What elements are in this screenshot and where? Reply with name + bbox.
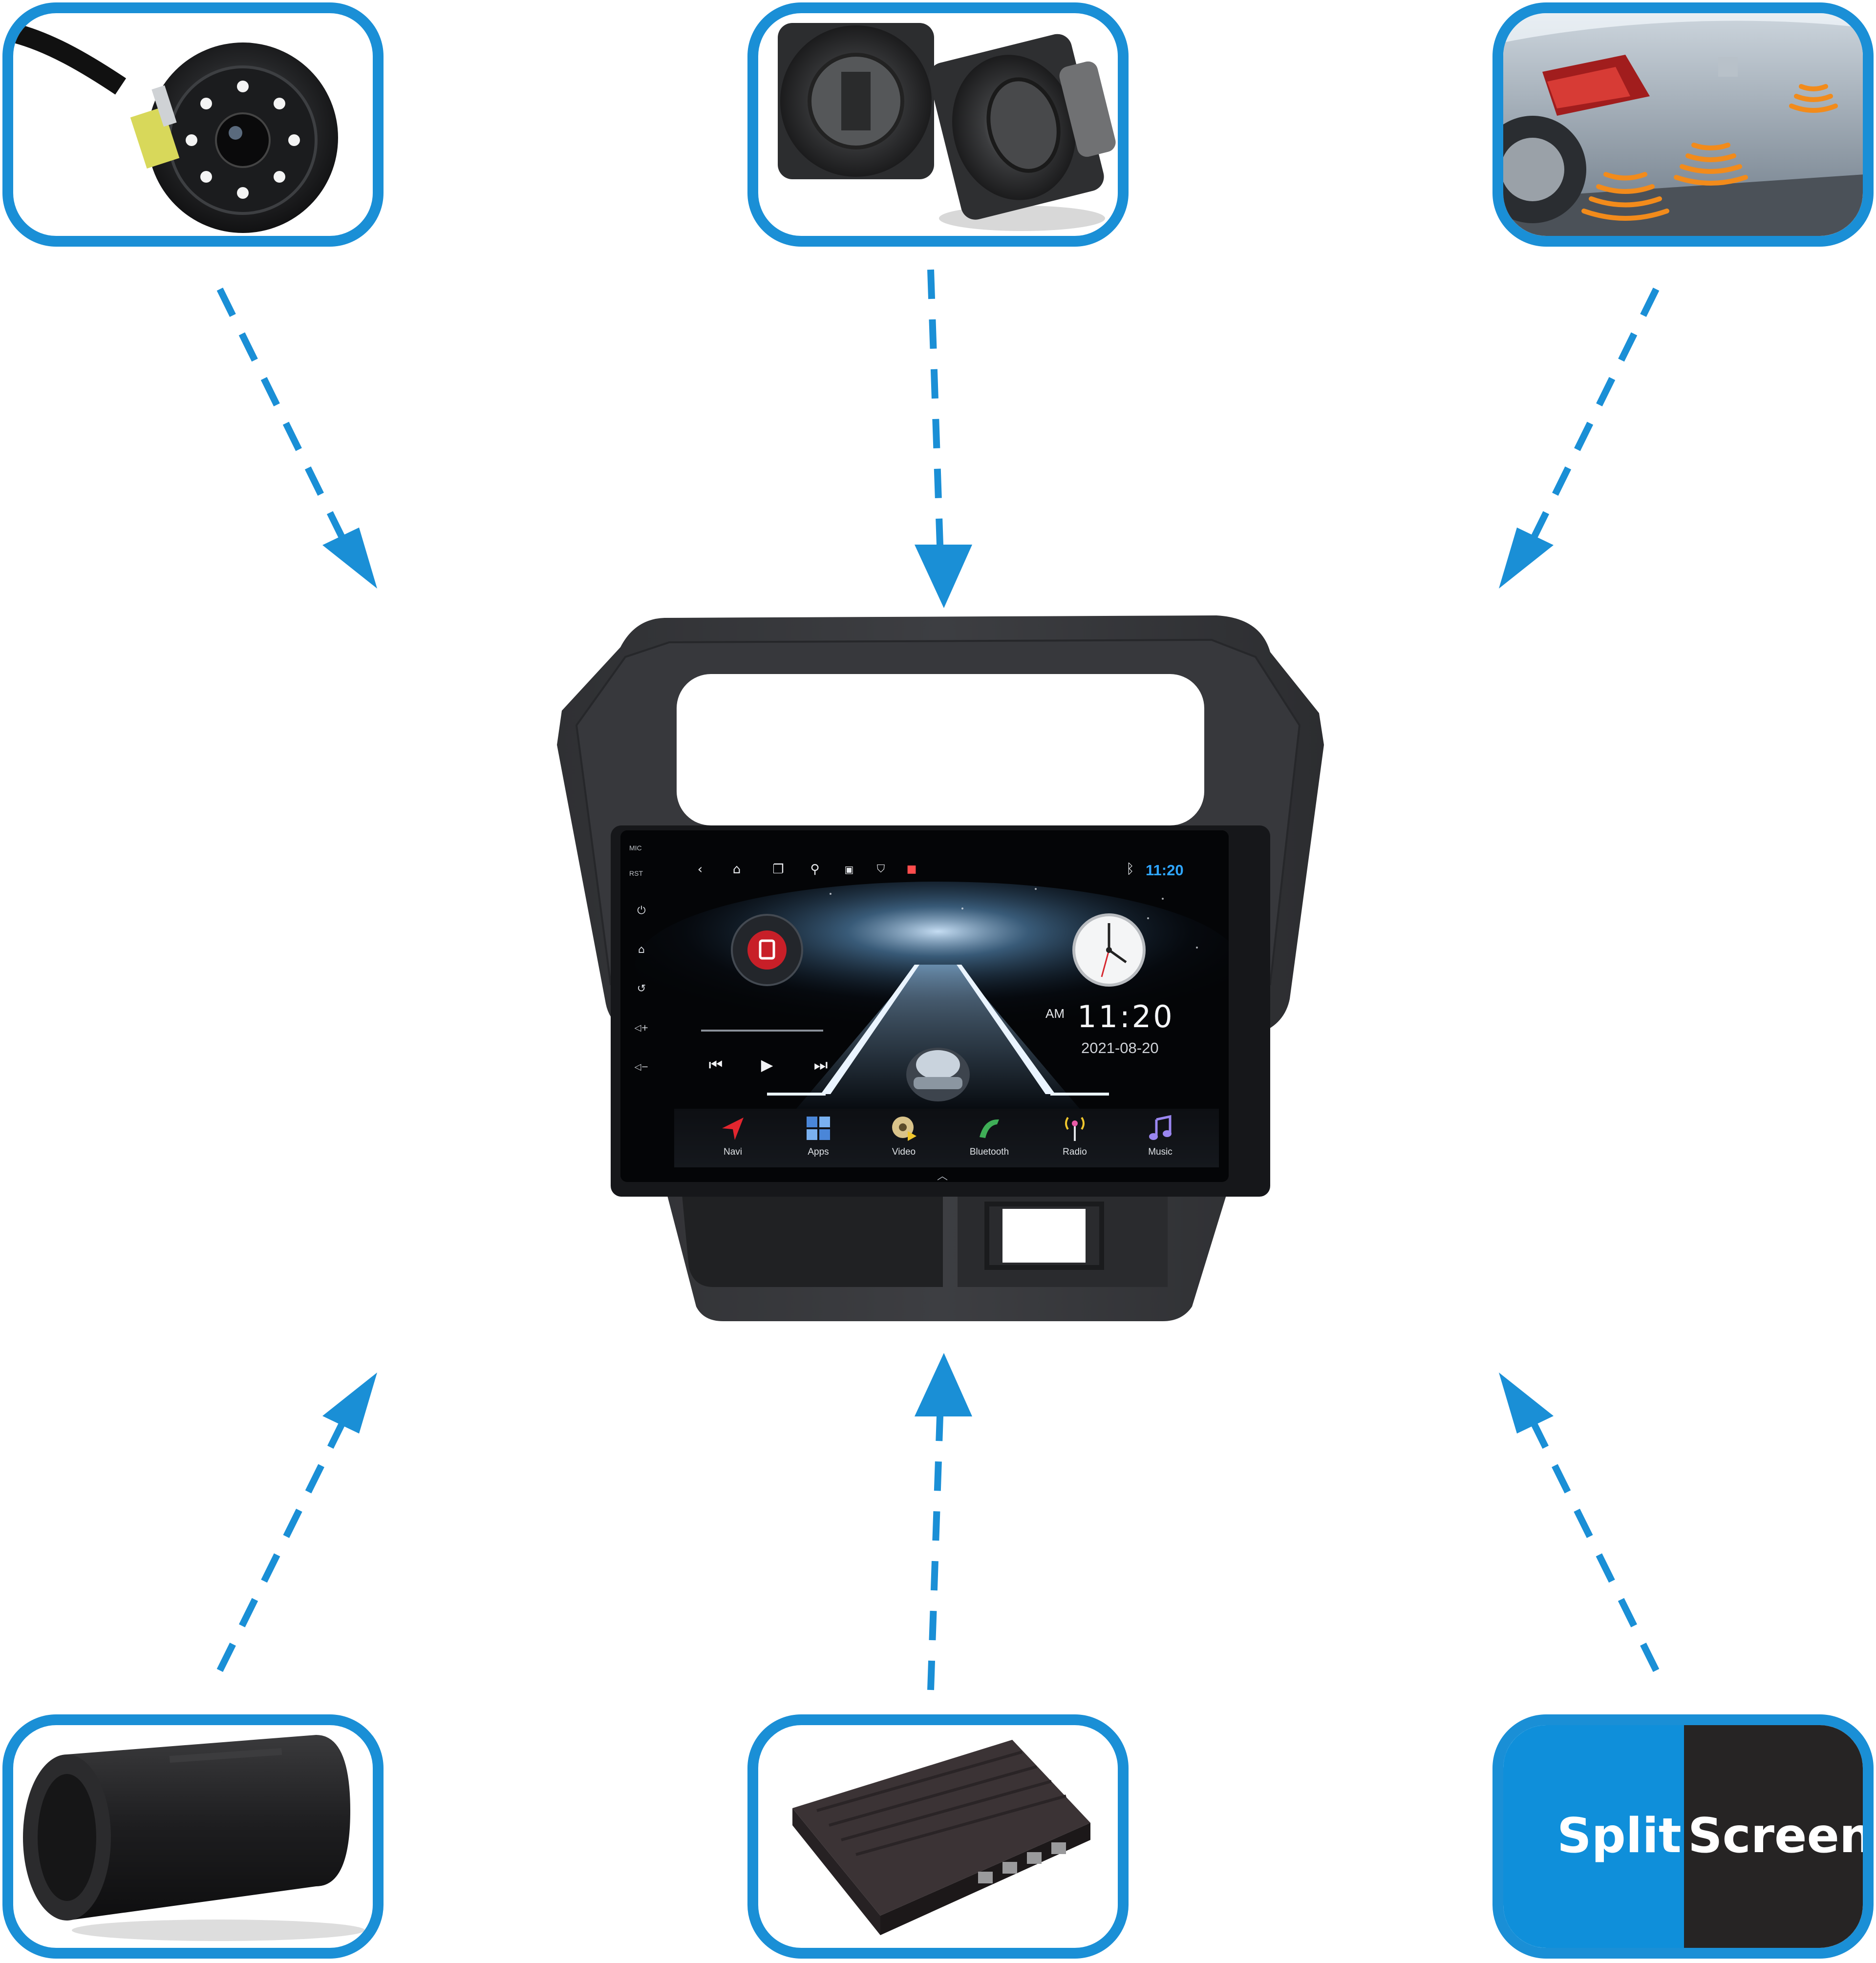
- screen-word: Screen: [1688, 1808, 1874, 1864]
- music-disc-widget: [731, 914, 803, 986]
- car-graphic: [906, 1048, 970, 1101]
- status-time: 11:20: [1146, 862, 1184, 879]
- subwoofer-icon: [23, 1735, 365, 1941]
- recent-apps-icon[interactable]: ❐: [772, 862, 784, 877]
- head-unit-screen: MIC RST ⏻ ⌂ ↺ ◁+ ◁− ‹ ⌂ ❐ ⚲ ▣ ⛉ ■ ᛒ 11:2…: [620, 830, 1229, 1182]
- dock-item-bluetooth[interactable]: Bluetooth: [960, 1114, 1019, 1158]
- video-icon: [892, 1117, 917, 1141]
- gallery-icon[interactable]: ▣: [844, 864, 854, 875]
- radio-icon: [1065, 1117, 1085, 1141]
- music-icon: [1149, 1115, 1172, 1140]
- bluetooth-phone-icon: [980, 1119, 999, 1138]
- app-icon[interactable]: ■: [906, 863, 917, 875]
- dock-item-apps[interactable]: Apps: [789, 1114, 848, 1158]
- back-icon[interactable]: ↺: [637, 983, 646, 995]
- amplifier-icon: [792, 1740, 1090, 1935]
- next-icon[interactable]: ⏭: [813, 1055, 828, 1074]
- split-screen-left-pane: [1503, 1725, 1684, 1948]
- rst-label: RST: [629, 869, 643, 877]
- dock-item-video[interactable]: Video: [874, 1114, 933, 1158]
- dock-expand-icon[interactable]: ︿: [937, 1170, 948, 1182]
- arrow-head: [322, 528, 377, 589]
- parking-sensor-icon: [1503, 13, 1863, 236]
- amplifier-tile: [747, 1714, 1129, 1959]
- speaker-icon: [778, 23, 1116, 231]
- split-word: Split: [1557, 1808, 1682, 1864]
- analog-clock-widget: [1072, 913, 1146, 987]
- clock-time: 11:20: [1077, 999, 1174, 1034]
- app-dock: Navi Apps Video Bluetooth: [674, 1109, 1219, 1167]
- arrow-head: [1499, 1372, 1554, 1434]
- backup-camera-icon: [13, 23, 338, 233]
- arrow-head: [322, 1372, 377, 1434]
- bluetooth-icon: ᛒ: [1126, 861, 1134, 877]
- split-screen-tile: Split Screen: [1492, 1714, 1874, 1959]
- dock-item-radio[interactable]: Radio: [1045, 1114, 1104, 1158]
- dock-item-music[interactable]: Music: [1131, 1114, 1190, 1158]
- shield-icon[interactable]: ⛉: [876, 863, 885, 875]
- speaker-tile: [747, 2, 1129, 247]
- power-icon[interactable]: ⏻: [637, 905, 646, 917]
- apps-icon: [807, 1117, 830, 1140]
- arrow-head: [915, 545, 972, 608]
- usb-icon: ⚲: [810, 862, 820, 877]
- home-icon[interactable]: ⌂: [638, 944, 645, 956]
- arrow-head: [1499, 528, 1554, 589]
- subwoofer-tile: [2, 1714, 384, 1959]
- previous-icon[interactable]: ⏮: [708, 1055, 723, 1074]
- play-icon[interactable]: ▶: [761, 1055, 773, 1074]
- home-icon[interactable]: ⌂: [732, 862, 741, 877]
- clock-ampm: AM: [1045, 1006, 1065, 1021]
- navi-icon: [722, 1118, 744, 1140]
- back-icon[interactable]: ‹: [697, 862, 703, 877]
- backup-camera-tile: [2, 2, 384, 247]
- parking-sensor-tile: [1492, 2, 1874, 247]
- volume-up-icon[interactable]: ◁+: [634, 1023, 649, 1033]
- head-unit: MIC RST ⏻ ⌂ ↺ ◁+ ◁− ‹ ⌂ ❐ ⚲ ▣ ⛉ ■ ᛒ 11:2…: [557, 613, 1324, 1326]
- split-screen-right-pane: [1684, 1725, 1863, 1948]
- mic-label: MIC: [629, 844, 642, 852]
- arrow-head: [915, 1353, 972, 1416]
- volume-down-icon[interactable]: ◁−: [634, 1062, 649, 1072]
- clock-date: 2021-08-20: [1081, 1039, 1159, 1056]
- dock-item-navi[interactable]: Navi: [704, 1114, 762, 1158]
